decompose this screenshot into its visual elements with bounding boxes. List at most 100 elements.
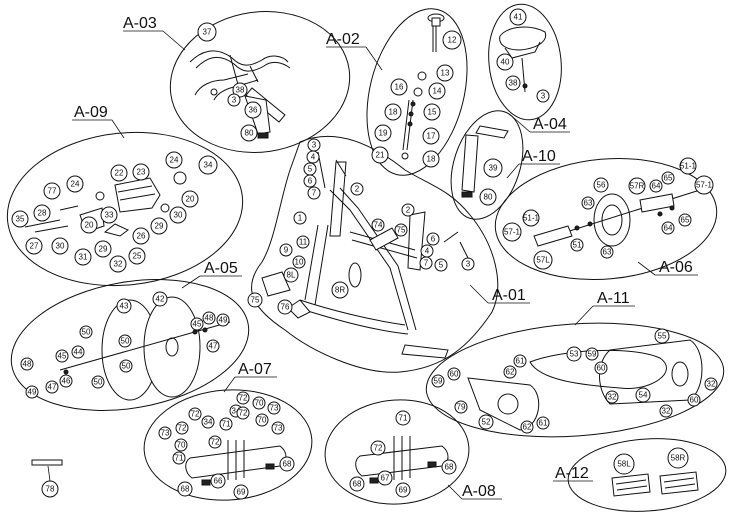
callout: 12 (448, 36, 457, 45)
callout: 7 (312, 189, 317, 198)
callout: 67 (381, 474, 390, 483)
callout: 42 (156, 295, 165, 304)
callout: 23 (137, 168, 146, 177)
callout: 45 (58, 352, 67, 361)
callout: 20 (85, 221, 94, 230)
callout: 29 (155, 222, 164, 231)
callout: 34 (204, 161, 213, 170)
callout: 62 (506, 368, 515, 377)
callout: 57L (536, 256, 550, 265)
callout: 80 (245, 129, 254, 138)
callout: 49 (28, 388, 37, 397)
callout: 18 (389, 108, 398, 117)
region-a11-outline (425, 322, 725, 438)
callout: 32 (662, 407, 671, 416)
callout: 58R (671, 454, 686, 463)
callout: 72 (211, 438, 220, 447)
callout: 21 (376, 151, 385, 160)
callout: 14 (433, 87, 442, 96)
callouts-a09: 24 34 22 23 77 24 20 35 28 33 30 29 26 2… (11, 151, 218, 273)
callout: 56 (597, 181, 606, 190)
callout: 74 (374, 221, 383, 230)
region-a05-outline (10, 279, 250, 411)
callout: 60 (450, 370, 459, 379)
callout: 71 (222, 420, 231, 429)
callout: 80 (484, 193, 493, 202)
callout: 53 (570, 350, 579, 359)
callouts-a02: 12 13 16 14 15 18 17 19 21 18 (371, 30, 462, 168)
callout: 48 (23, 360, 32, 369)
callout: 62 (523, 423, 532, 432)
region-a08-outline (324, 399, 470, 505)
callout: 76 (281, 303, 290, 312)
callout: 29 (99, 245, 108, 254)
section-label-a06: A-06 (659, 259, 693, 276)
callout: 26 (137, 232, 146, 241)
callout: 9 (284, 246, 289, 255)
callout: 77 (48, 187, 57, 196)
section-label-a12: A-12 (555, 465, 589, 482)
callout: 60 (690, 396, 699, 405)
region-a10-outline (450, 110, 524, 220)
callout: 61 (539, 419, 548, 428)
callout: 68 (181, 485, 190, 494)
callout: 55 (658, 332, 667, 341)
section-label-a07: A-07 (238, 361, 272, 378)
callout: 54 (639, 391, 648, 400)
callout: 35 (16, 215, 25, 224)
region-a12-outline (567, 438, 727, 512)
callouts-a01: 3 4 5 6 7 2 1 74 75 2 11 6 4 9 10 8L 7 5… (247, 138, 475, 315)
callout: 68 (445, 463, 454, 472)
callout: 63 (584, 199, 593, 208)
section-label-a03: A-03 (123, 15, 157, 32)
callout: 57R (630, 182, 645, 191)
callout: 73 (161, 429, 170, 438)
callout: 3 (232, 96, 237, 105)
callout: 72 (239, 394, 248, 403)
callout: 46 (62, 377, 71, 386)
callout: 3 (312, 141, 317, 150)
callout: 72 (191, 410, 200, 419)
callout: 32 (707, 380, 716, 389)
callout: 59 (588, 350, 597, 359)
handlebar-post-drawing (461, 125, 509, 198)
callout: 58L (617, 460, 631, 469)
callout: 41 (514, 13, 523, 22)
callout: 39 (489, 164, 498, 173)
section-label-a02: A-02 (326, 31, 360, 48)
callout: 15 (428, 108, 437, 117)
callout: 51-1 (523, 214, 540, 223)
callout: 24 (170, 156, 179, 165)
seat-drawing (499, 26, 547, 93)
callout: 33 (105, 211, 114, 220)
callout: 16 (395, 83, 404, 92)
callout: 60 (597, 364, 606, 373)
callout: 66 (214, 477, 223, 486)
callout: 8R (335, 286, 345, 295)
callout: 22 (115, 169, 124, 178)
section-label-a05: A-05 (204, 260, 238, 277)
callout: 3 (541, 92, 546, 101)
region-a06-outline (494, 157, 718, 281)
callout: 57-1 (504, 228, 521, 237)
callout: 30 (56, 242, 65, 251)
callout: 37 (203, 28, 212, 37)
section-label-a10: A-10 (522, 148, 556, 165)
callout: 68 (283, 460, 292, 469)
callout: 63 (603, 248, 612, 257)
callouts-loose: 78 (41, 465, 59, 498)
callout: 59 (434, 377, 443, 386)
callout: 68 (353, 480, 362, 489)
callout: 49 (219, 316, 228, 325)
callout: 70 (255, 399, 264, 408)
callout: 32 (114, 260, 123, 269)
region-a07-outline (143, 389, 313, 501)
region-a02-outline (366, 8, 468, 176)
callout: 18 (427, 155, 436, 164)
callout: 73 (270, 404, 279, 413)
callout: 70 (177, 441, 186, 450)
callout: 72 (374, 444, 383, 453)
callout: 30 (174, 211, 183, 220)
callout: 4 (425, 247, 430, 256)
